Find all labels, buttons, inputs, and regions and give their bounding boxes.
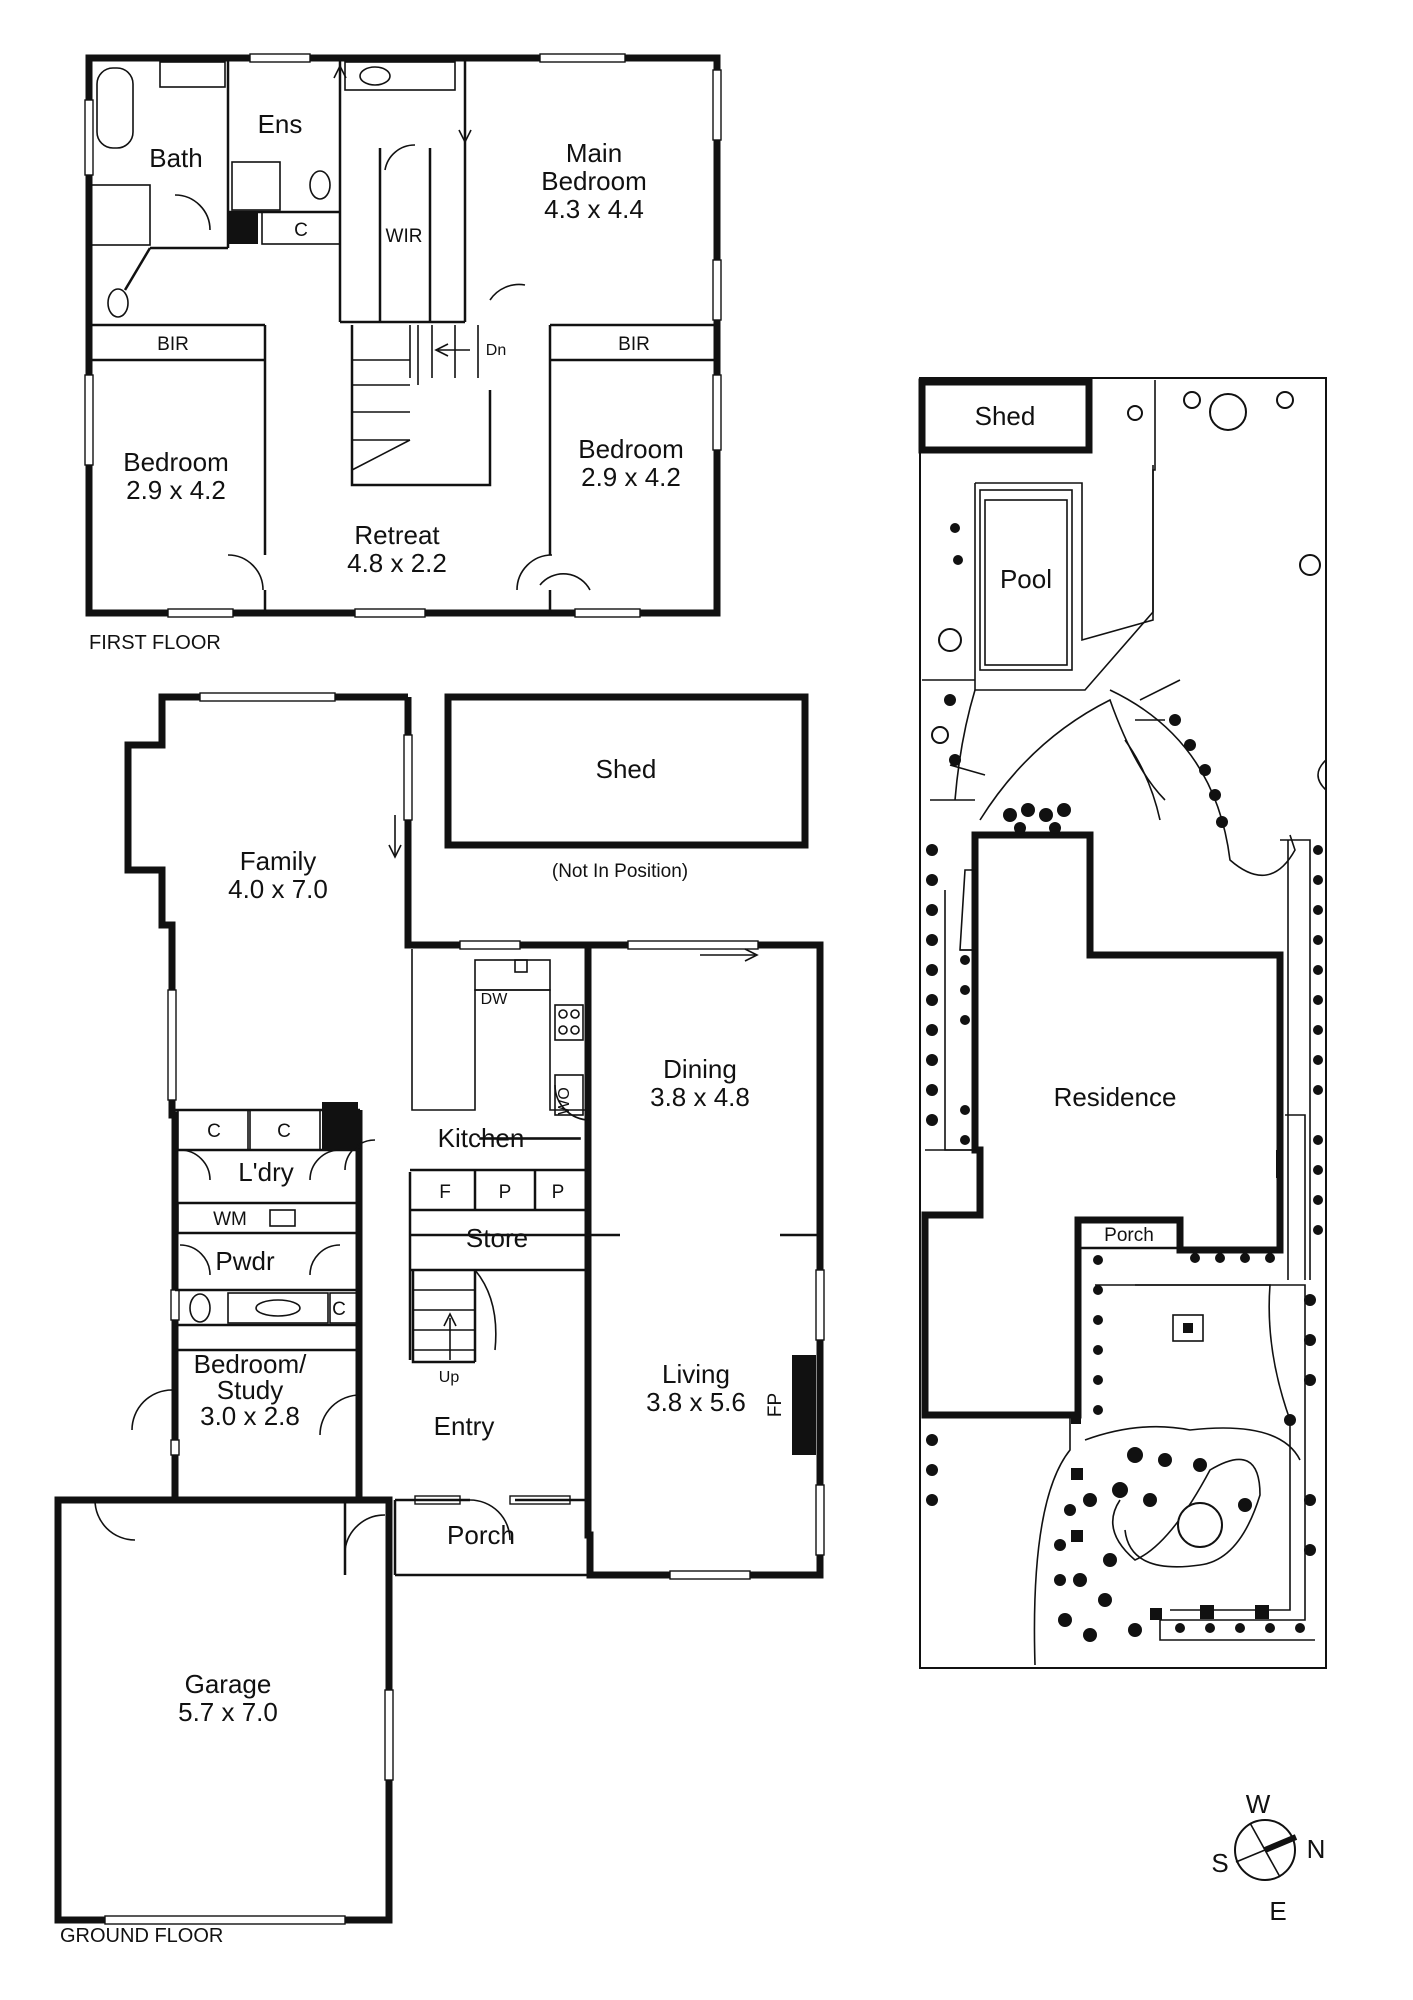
ground-floor-stairs bbox=[411, 1269, 497, 1364]
bir-right-label: BIR bbox=[618, 334, 650, 355]
pantry-1-label: P bbox=[499, 1182, 512, 1203]
retreat-size: 4.8 x 2.2 bbox=[347, 548, 447, 578]
cupboard-1-label: C bbox=[207, 1121, 221, 1142]
site-porch-label: Porch bbox=[1104, 1225, 1154, 1246]
site-pillars bbox=[1071, 1412, 1269, 1620]
bedroom-study-size: 3.0 x 2.8 bbox=[200, 1401, 300, 1431]
first-floor-doors bbox=[174, 64, 591, 591]
bir-left-label: BIR bbox=[157, 334, 189, 355]
site-shed-label: Shed bbox=[975, 401, 1036, 431]
compass: W N S E bbox=[1211, 1789, 1325, 1926]
shed-label: Shed bbox=[596, 754, 657, 784]
bedroom-right-size: 2.9 x 4.2 bbox=[581, 462, 681, 492]
residence-label: Residence bbox=[1054, 1082, 1177, 1112]
ground-floor-caption: GROUND FLOOR bbox=[60, 1925, 223, 1947]
shed-note: (Not In Position) bbox=[552, 861, 688, 882]
entry-label: Entry bbox=[434, 1411, 495, 1441]
walk-in-robe-label: WIR bbox=[386, 226, 423, 247]
porch-label: Porch bbox=[447, 1520, 515, 1550]
family-label: Family bbox=[240, 846, 317, 876]
fridge-label: F bbox=[439, 1182, 451, 1203]
bedroom-study-label-2: Study bbox=[217, 1375, 284, 1405]
garage-label: Garage bbox=[185, 1669, 272, 1699]
laundry-label: L'dry bbox=[238, 1157, 294, 1187]
fireplace-label: FP bbox=[765, 1393, 786, 1417]
cupboard-2-label: C bbox=[277, 1121, 291, 1142]
site-trees bbox=[931, 391, 1321, 1548]
bedroom-right-label: Bedroom bbox=[578, 434, 684, 464]
first-floor-windows bbox=[84, 53, 722, 618]
dishwasher-label: DW bbox=[481, 991, 509, 1008]
first-floor-caption: FIRST FLOOR bbox=[89, 632, 221, 654]
ground-floor-windows bbox=[104, 692, 825, 1925]
powder-room-label: Pwdr bbox=[215, 1246, 275, 1276]
compass-west: W bbox=[1246, 1789, 1271, 1819]
bedroom-study-label: Bedroom/ bbox=[194, 1349, 307, 1379]
main-bedroom-label-2: Bedroom bbox=[541, 166, 647, 196]
first-floor-plan: Bath Ens Main Bedroom 4.3 x 4.4 WIR C BI… bbox=[84, 53, 722, 654]
kitchen-label: Kitchen bbox=[438, 1123, 525, 1153]
compass-east: E bbox=[1269, 1896, 1286, 1926]
dining-label: Dining bbox=[663, 1054, 737, 1084]
ground-floor-doors bbox=[94, 815, 759, 1551]
site-shrubs bbox=[926, 523, 1323, 1642]
first-floor-fixtures bbox=[89, 61, 456, 318]
bath-label: Bath bbox=[149, 143, 203, 173]
pool-label: Pool bbox=[1000, 564, 1052, 594]
wall-oven-label: WO bbox=[556, 1087, 573, 1115]
store-label: Store bbox=[466, 1223, 528, 1253]
garage-size: 5.7 x 7.0 bbox=[178, 1697, 278, 1727]
ensuite-label: Ens bbox=[258, 109, 303, 139]
pantry-2-label: P bbox=[552, 1182, 565, 1203]
site-plan: Shed Pool Residence Porch bbox=[918, 377, 1327, 1669]
main-bedroom-size: 4.3 x 4.4 bbox=[544, 194, 644, 224]
stair-up-label: Up bbox=[439, 1369, 460, 1386]
kitchen-fixtures bbox=[411, 949, 589, 1140]
main-bedroom-label: Main bbox=[566, 138, 622, 168]
bedroom-left-size: 2.9 x 4.2 bbox=[126, 475, 226, 505]
first-floor-cupboard-label: C bbox=[294, 220, 308, 241]
living-label: Living bbox=[662, 1359, 730, 1389]
washing-machine-label: WM bbox=[213, 1209, 247, 1230]
ground-floor-fixtures bbox=[177, 1102, 816, 1455]
cupboard-3-label: C bbox=[332, 1299, 346, 1320]
dining-size: 3.8 x 4.8 bbox=[650, 1082, 750, 1112]
bedroom-left-label: Bedroom bbox=[123, 447, 229, 477]
compass-north: N bbox=[1307, 1834, 1326, 1864]
compass-south: S bbox=[1211, 1848, 1228, 1878]
family-size: 4.0 x 7.0 bbox=[228, 874, 328, 904]
living-size: 3.8 x 5.6 bbox=[646, 1387, 746, 1417]
ground-floor-plan: Shed (Not In Position) bbox=[54, 692, 825, 1947]
stair-down-label: Dn bbox=[486, 342, 506, 359]
retreat-label: Retreat bbox=[354, 520, 440, 550]
